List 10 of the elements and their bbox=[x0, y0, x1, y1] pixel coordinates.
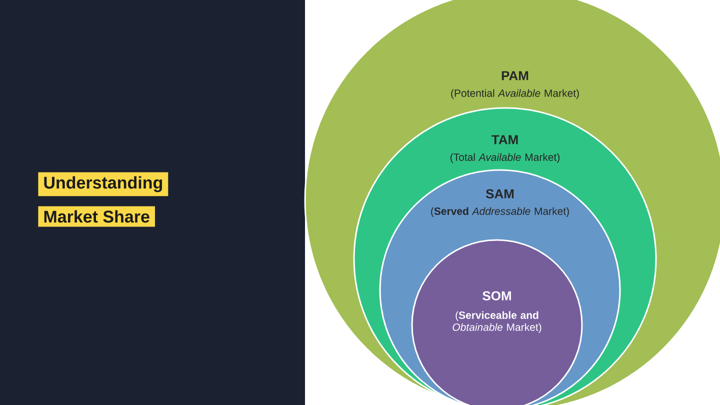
circle-description: (Potential Available Market) bbox=[451, 89, 579, 99]
highlighted-title: Market Share bbox=[38, 206, 155, 227]
circle-heading: SOM bbox=[482, 291, 511, 300]
circle-heading: TAM bbox=[492, 135, 518, 144]
circle-description: (Total Available Market) bbox=[450, 153, 560, 163]
circle-description: (Served Addressable Market) bbox=[431, 207, 569, 217]
circle-heading: SAM bbox=[486, 189, 514, 198]
circle-description: (Serviceable and Obtainable Market) bbox=[452, 311, 542, 333]
highlighted-title: Understanding bbox=[38, 172, 168, 196]
circle-heading: PAM bbox=[502, 71, 528, 80]
